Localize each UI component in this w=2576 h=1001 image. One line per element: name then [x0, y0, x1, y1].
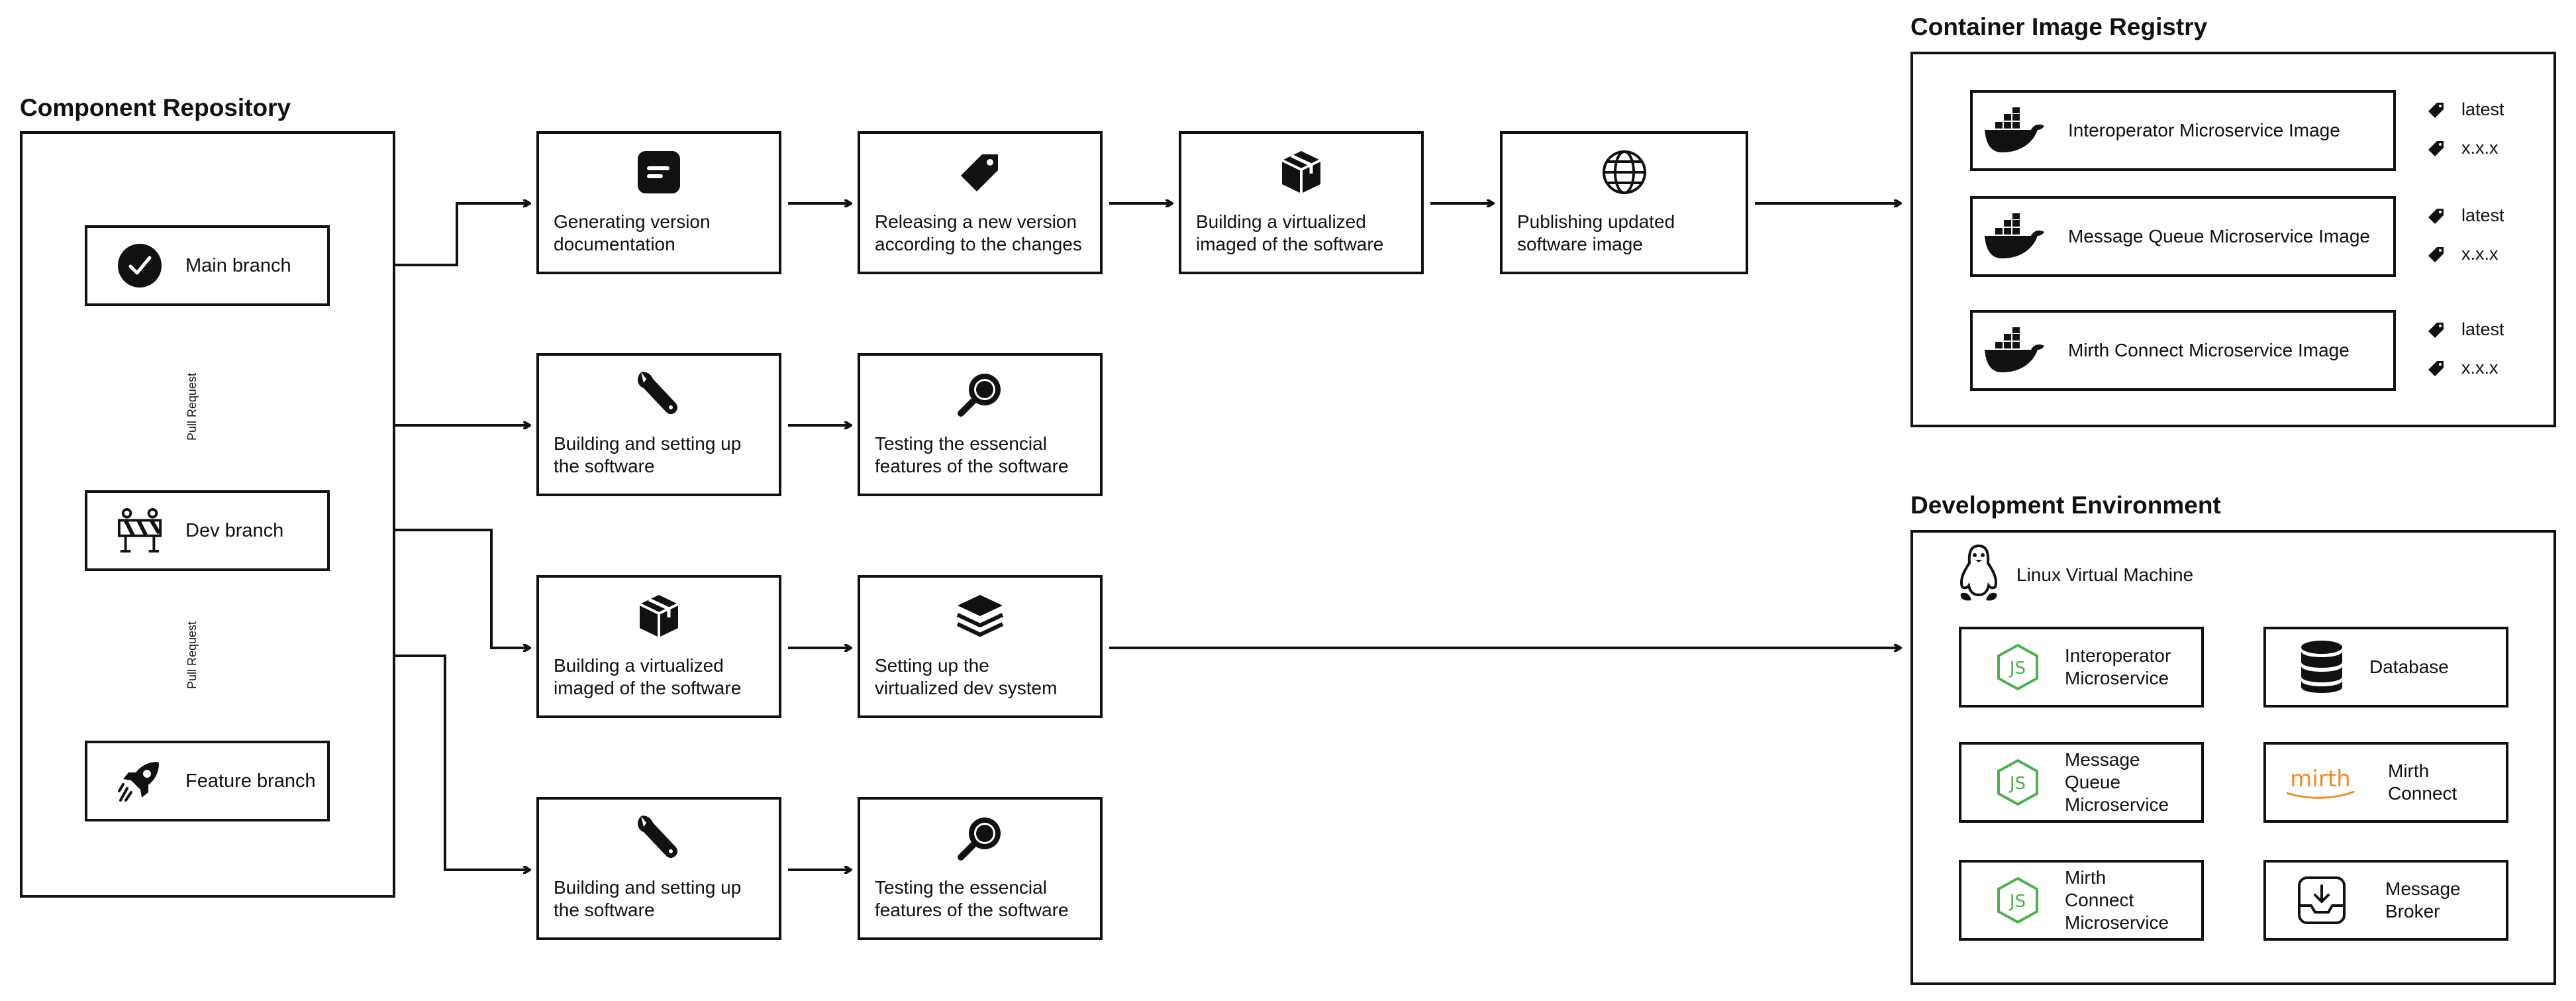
tag-icon	[2427, 358, 2447, 378]
wrench-icon	[539, 370, 779, 418]
step-building-setup-pr[interactable]: Building and setting up the software	[536, 353, 781, 496]
pull-request-label-main: Pull Request	[185, 372, 199, 441]
step-label: Building and setting up the software	[554, 433, 742, 476]
tag-icon	[2427, 320, 2447, 340]
service-label: Message Broker	[2385, 878, 2461, 922]
document-icon	[539, 148, 779, 196]
svg-text:JS: JS	[2008, 774, 2026, 794]
image-tag-latest: latest	[2427, 99, 2504, 120]
service-label: Mirth Connect	[2388, 761, 2457, 804]
tag-label: latest	[2461, 99, 2504, 119]
registry-image-mirth-connect[interactable]: Mirth Connect Microservice Image	[1970, 310, 2396, 391]
dev-branch-node[interactable]: Dev branch	[85, 490, 330, 571]
vm-label: Linux Virtual Machine	[2016, 564, 2194, 585]
image-tag-latest: latest	[2427, 319, 2504, 340]
image-tag-version: x.x.x	[2427, 138, 2499, 158]
step-label: Building and setting up the software	[554, 877, 742, 920]
nodejs-icon: JS	[1995, 745, 2041, 820]
step-label: Setting up the virtualized dev system	[875, 655, 1058, 698]
step-testing-features-feature[interactable]: Testing the essencial features of the so…	[858, 797, 1103, 940]
step-building-setup-feature[interactable]: Building and setting up the software	[536, 797, 781, 940]
tag-icon	[2427, 138, 2447, 158]
tag-icon	[2427, 100, 2447, 120]
svg-text:JS: JS	[2008, 892, 2026, 912]
inbox-download-icon	[2295, 863, 2348, 938]
layers-icon	[860, 592, 1100, 640]
image-tag-version: x.x.x	[2427, 358, 2499, 378]
tag-label: latest	[2461, 319, 2504, 339]
tag-icon	[2427, 244, 2447, 264]
nodejs-icon: JS	[1995, 863, 2041, 938]
check-circle-icon	[117, 242, 163, 289]
docker-icon	[1982, 107, 2048, 154]
step-label: Publishing updated software image	[1517, 211, 1675, 254]
tag-icon	[860, 148, 1100, 196]
tag-label: x.x.x	[2461, 358, 2499, 378]
step-building-image-main[interactable]: Building a virtualized imaged of the sof…	[1179, 131, 1424, 274]
main-branch-node[interactable]: Main branch	[85, 225, 330, 306]
package-icon	[1181, 148, 1421, 196]
pull-request-label-dev: Pull Request	[185, 621, 199, 689]
tag-label: x.x.x	[2461, 138, 2499, 158]
tag-label: latest	[2461, 205, 2504, 225]
step-label: Building a virtualized imaged of the sof…	[1196, 211, 1384, 254]
step-label: Testing the essencial features of the so…	[875, 433, 1069, 476]
docker-icon	[1982, 327, 2048, 374]
step-releasing-version[interactable]: Releasing a new version according to the…	[858, 131, 1103, 274]
road-barrier-icon	[117, 507, 163, 554]
nodejs-icon: JS	[1995, 629, 2041, 705]
container-registry-title: Container Image Registry	[1910, 13, 2208, 40]
service-interoperator[interactable]: JS Interoperator Microservice	[1959, 627, 2204, 708]
tag-label: x.x.x	[2461, 244, 2499, 264]
service-message-broker[interactable]: Message Broker	[2263, 860, 2508, 941]
image-label: Message Queue Microservice Image	[2068, 226, 2370, 246]
service-mirth-connect-microservice[interactable]: JS Mirth Connect Microservice	[1959, 860, 2204, 941]
wrench-icon	[539, 814, 779, 862]
package-icon	[539, 592, 779, 640]
service-label: Interoperator Microservice	[2065, 645, 2171, 688]
image-tag-version: x.x.x	[2427, 244, 2499, 264]
step-label: Generating version documentation	[554, 211, 711, 254]
arrow-dev-to-build	[329, 529, 530, 648]
step-label: Building a virtualized imaged of the sof…	[554, 655, 742, 698]
feature-branch-label: Feature branch	[185, 770, 316, 792]
linux-vm-header: Linux Virtual Machine	[1957, 543, 2193, 606]
feature-branch-node[interactable]: Feature branch	[85, 741, 330, 821]
image-label: Mirth Connect Microservice Image	[2068, 340, 2350, 360]
globe-icon	[1503, 148, 1746, 196]
service-label: Message Queue Microservice	[2065, 749, 2169, 815]
database-icon	[2295, 629, 2348, 705]
service-label: Database	[2369, 657, 2449, 677]
service-mirth-connect[interactable]: mirth Mirth Connect	[2263, 742, 2508, 823]
magnifier-icon	[860, 370, 1100, 418]
service-label: Mirth Connect Microservice	[2065, 867, 2169, 933]
step-label: Testing the essencial features of the so…	[875, 877, 1069, 920]
mirth-logo: mirth	[2281, 745, 2360, 820]
svg-text:mirth: mirth	[2290, 766, 2350, 792]
service-message-queue[interactable]: JS Message Queue Microservice	[1959, 742, 2204, 823]
rocket-icon	[117, 758, 163, 804]
docker-icon	[1982, 213, 2048, 260]
step-setting-up-dev-system[interactable]: Setting up the virtualized dev system	[858, 575, 1103, 718]
dev-branch-label: Dev branch	[185, 519, 284, 541]
main-branch-label: Main branch	[185, 254, 291, 276]
image-label: Interoperator Microservice Image	[2068, 120, 2340, 140]
step-label: Releasing a new version according to the…	[875, 211, 1082, 254]
component-repository-title: Component Repository	[20, 94, 291, 121]
step-generating-docs[interactable]: Generating version documentation	[536, 131, 781, 274]
registry-image-message-queue[interactable]: Message Queue Microservice Image	[1970, 196, 2396, 277]
step-building-image-dev[interactable]: Building a virtualized imaged of the sof…	[536, 575, 781, 718]
step-publishing-image[interactable]: Publishing updated software image	[1500, 131, 1748, 274]
linux-tux-icon	[1957, 543, 2001, 606]
image-tag-latest: latest	[2427, 205, 2504, 226]
dev-environment-title: Development Environment	[1910, 492, 2221, 519]
tag-icon	[2427, 206, 2447, 226]
service-database[interactable]: Database	[2263, 627, 2508, 708]
registry-image-interoperator[interactable]: Interoperator Microservice Image	[1970, 90, 2396, 171]
svg-text:JS: JS	[2008, 659, 2026, 678]
magnifier-icon	[860, 814, 1100, 862]
step-testing-features-pr[interactable]: Testing the essencial features of the so…	[858, 353, 1103, 496]
